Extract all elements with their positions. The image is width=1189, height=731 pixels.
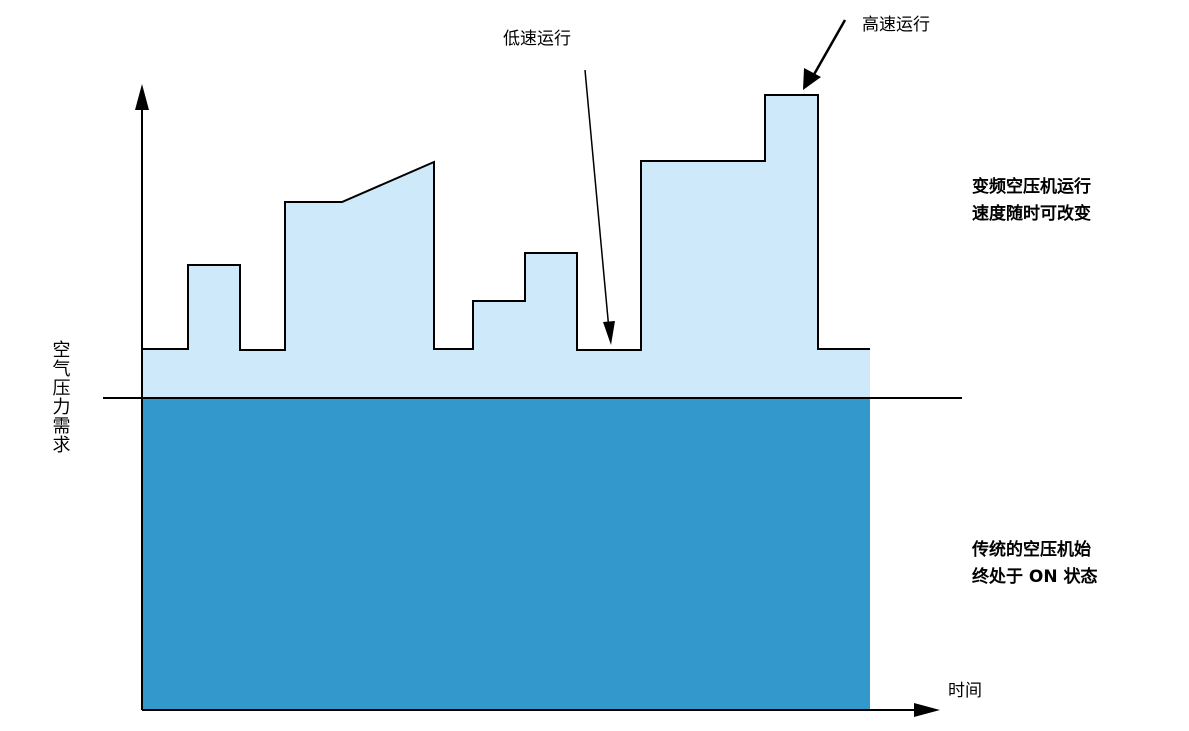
x-axis-label: 时间	[948, 681, 982, 701]
low-speed-arrow-head	[603, 321, 615, 345]
traditional-note-line2: 终处于 ON 状态	[972, 566, 1098, 587]
constant-on-area	[142, 398, 870, 710]
vfd-note-line1: 变频空压机运行	[972, 176, 1091, 197]
variable-demand-area	[142, 95, 870, 398]
low-speed-arrow-line	[584, 69, 610, 331]
demand-profile-line	[142, 94, 870, 351]
high-speed-arrow-line	[810, 19, 847, 79]
x-axis-arrow	[914, 703, 940, 717]
y-axis-arrow	[135, 84, 149, 110]
low-speed-label: 低速运行	[503, 29, 571, 49]
high-speed-label: 高速运行	[862, 15, 930, 35]
high-speed-arrow-head	[803, 68, 821, 90]
y-axis-label: 空气压力需求	[50, 340, 71, 454]
vfd-note-line2: 速度随时可改变	[972, 203, 1091, 224]
traditional-note-line1: 传统的空压机始	[971, 539, 1091, 560]
